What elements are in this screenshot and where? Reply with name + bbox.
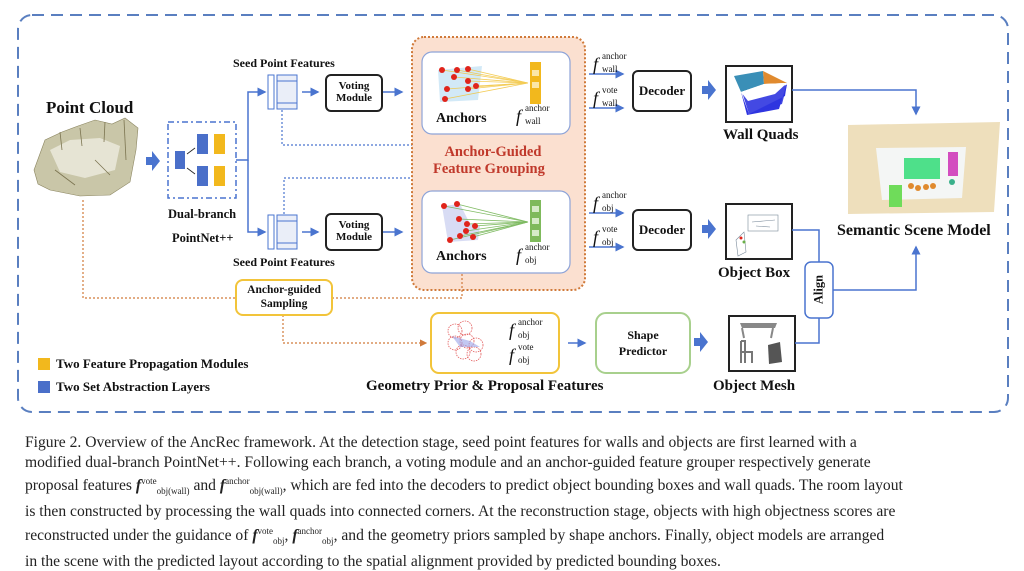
semantic-scene-model-image xyxy=(848,122,1000,214)
decoder-bottom: Decoder xyxy=(632,209,692,251)
caption-line: Figure 2. Overview of the AncRec framewo… xyxy=(25,434,857,451)
align-box xyxy=(804,261,834,319)
legend-swatch-set-abstraction xyxy=(38,381,50,393)
outer-frame xyxy=(17,14,1009,413)
legend-feature-propagation: Two Feature Propagation Modules xyxy=(56,356,249,371)
legend-swatch-feature-propagation xyxy=(38,358,50,370)
framework-diagram: Point Cloud Dual-branch PointNet++ Seed … xyxy=(17,14,1009,413)
seed-features-bottom-label: Seed Point Features xyxy=(233,255,335,269)
dual-branch-box xyxy=(167,121,237,199)
caption-line: in the scene with the predicted layout a… xyxy=(25,552,721,570)
caption-line: reconstructed under the guidance of fvot… xyxy=(25,525,885,546)
seed-features-bottom-icon xyxy=(267,214,298,250)
math-f-vote-objwall: fvoteobj(wall) xyxy=(135,476,190,497)
anchors-top-label: Anchors xyxy=(436,111,487,126)
geometry-prior-box xyxy=(430,312,560,374)
anchor-guided-sampling-box xyxy=(235,279,333,316)
math-f-anchor-obj: fanchorobj xyxy=(292,525,334,546)
object-anchors-graphic xyxy=(441,200,541,243)
dual-branch-label-line2: PointNet++ xyxy=(172,231,234,245)
branch-line xyxy=(236,87,267,161)
decoder-top: Decoder xyxy=(632,70,692,112)
object-box-image xyxy=(725,203,793,260)
shape-predictor-box xyxy=(595,312,691,374)
dual-branch-label-line1: Dual-branch xyxy=(168,207,237,221)
figure-caption: Figure 2. Overview of the AncRec framewo… xyxy=(25,433,1001,571)
geometry-prior-label: Geometry Prior & Proposal Features xyxy=(366,378,604,394)
math-f-anchor-objwall: fanchorobj(wall) xyxy=(219,476,283,497)
semantic-scene-model-label: Semantic Scene Model xyxy=(837,222,991,239)
anchor-guided-sampling-label: Anchor-guided Sampling xyxy=(247,284,321,310)
caption-line: is then constructed by processing the wa… xyxy=(25,503,896,521)
wall-quads-label: Wall Quads xyxy=(723,127,799,143)
point-cloud-image xyxy=(33,117,139,197)
caption-line: modified dual-branch PointNet++. Followi… xyxy=(25,453,871,471)
wall-anchors-graphic xyxy=(438,62,541,104)
diagram-canvas xyxy=(17,14,1009,413)
point-cloud-title: Point Cloud xyxy=(46,98,134,117)
object-box-label: Object Box xyxy=(718,265,791,281)
seed-features-top-icon xyxy=(267,74,298,110)
legend-set-abstraction: Two Set Abstraction Layers xyxy=(56,379,210,394)
shape-predictor-label: Shape Predictor xyxy=(618,328,668,358)
object-mesh-label: Object Mesh xyxy=(713,378,796,394)
math-f-vote-obj: fvoteobj xyxy=(252,525,285,546)
align-label: Align xyxy=(811,274,826,305)
anchors-bottom-label: Anchors xyxy=(436,249,487,264)
anchor-guided-feature-grouping-title: Anchor-Guided Feature Grouping xyxy=(433,144,545,177)
seed-features-top-label: Seed Point Features xyxy=(233,56,335,70)
caption-line: proposal features fvoteobj(wall) and fan… xyxy=(25,476,903,497)
arrow-pointcloud-to-pointnet xyxy=(146,151,160,171)
